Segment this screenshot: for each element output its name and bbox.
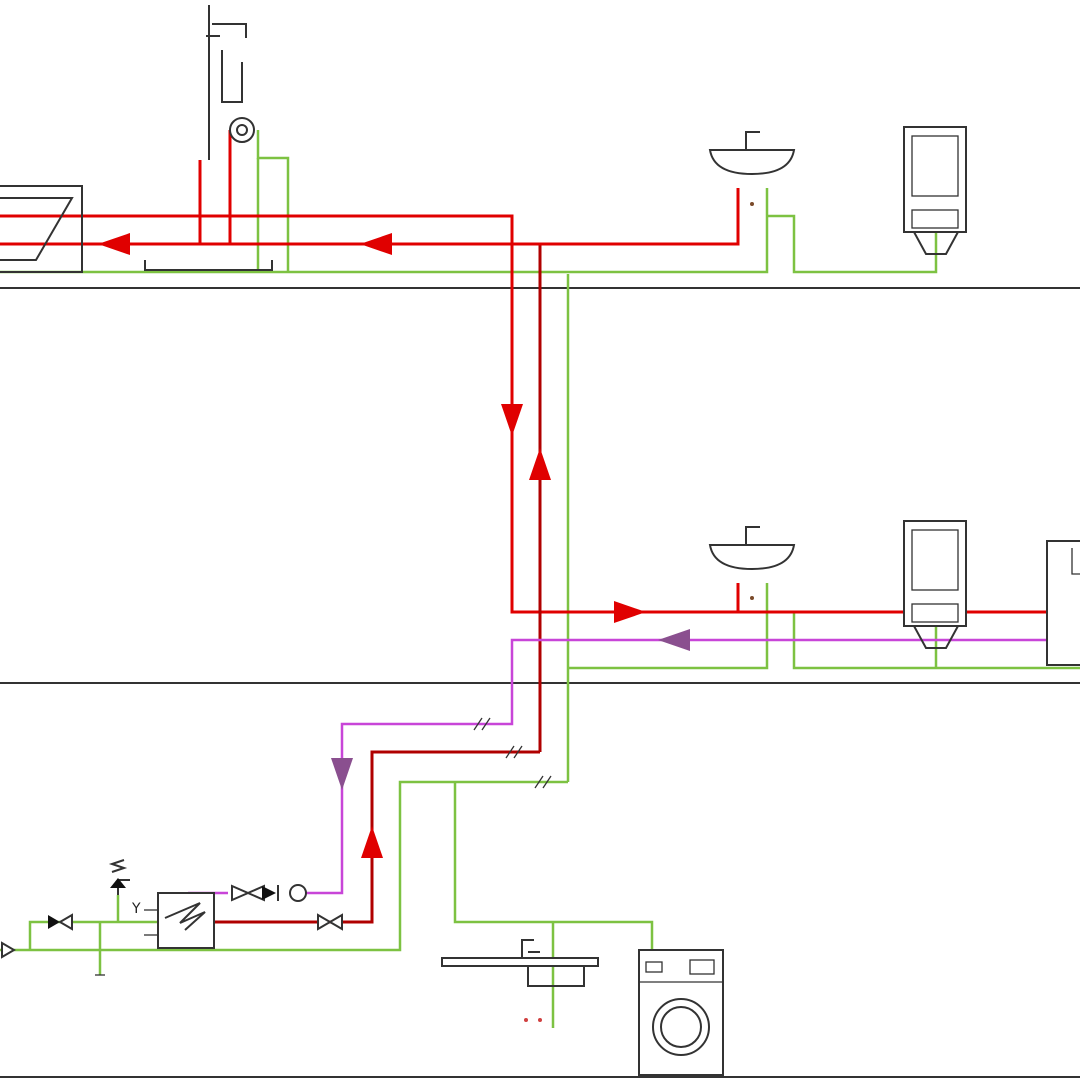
- washbasin-top: [708, 131, 796, 206]
- break-mark-hot: [505, 745, 523, 759]
- arrow-circulation-down: [331, 758, 353, 790]
- shower: [144, 5, 273, 271]
- arrow-hot-up: [529, 448, 551, 480]
- flow-arrows: [98, 233, 690, 858]
- cold-basement-main: [0, 780, 568, 952]
- shower-hose: [221, 50, 243, 103]
- shower-mixer: [229, 117, 255, 143]
- cabinet-middle: [1046, 540, 1080, 666]
- washing-machine: [638, 949, 724, 1076]
- arrow-hot-right-middle: [614, 601, 646, 623]
- shower-bar: [212, 23, 247, 38]
- cold-shower-branch: [256, 130, 290, 272]
- washbasin-middle: [708, 526, 796, 600]
- shower-tray: [144, 260, 273, 271]
- safety-valve: [108, 859, 130, 895]
- pipe-break-marks: [473, 717, 552, 789]
- valve-y-label: Y: [131, 901, 141, 917]
- cold-heater-feed: [28, 920, 160, 950]
- water-heater: [144, 892, 215, 949]
- valves: Y: [1, 859, 343, 976]
- kitchen-sink: [441, 939, 599, 1022]
- circulation-pipes: [188, 638, 1080, 895]
- arrow-circulation-left: [658, 629, 690, 651]
- arrow-hot-down: [501, 404, 523, 436]
- valve-circulation-check: [262, 885, 279, 901]
- hot-top-basin: [540, 188, 740, 246]
- circulation-line: [305, 638, 1080, 895]
- valve-circulation-1: [231, 884, 265, 902]
- break-mark-cold: [534, 775, 552, 789]
- bathtub: [0, 185, 83, 273]
- arrow-hot-top-left: [98, 233, 130, 255]
- valve-hot-outlet: [317, 913, 343, 931]
- break-mark-circulation: [473, 717, 491, 731]
- arrow-hot-up-basement: [361, 826, 383, 858]
- arrow-hot-top-mid: [360, 233, 392, 255]
- wc-top: [903, 126, 967, 255]
- hot-top-distribution: [0, 160, 202, 246]
- circulation-pump: [289, 884, 307, 902]
- valve-cold-inlet: [48, 913, 73, 931]
- wc-middle: [903, 520, 967, 649]
- valve-main-cold: [1, 941, 16, 959]
